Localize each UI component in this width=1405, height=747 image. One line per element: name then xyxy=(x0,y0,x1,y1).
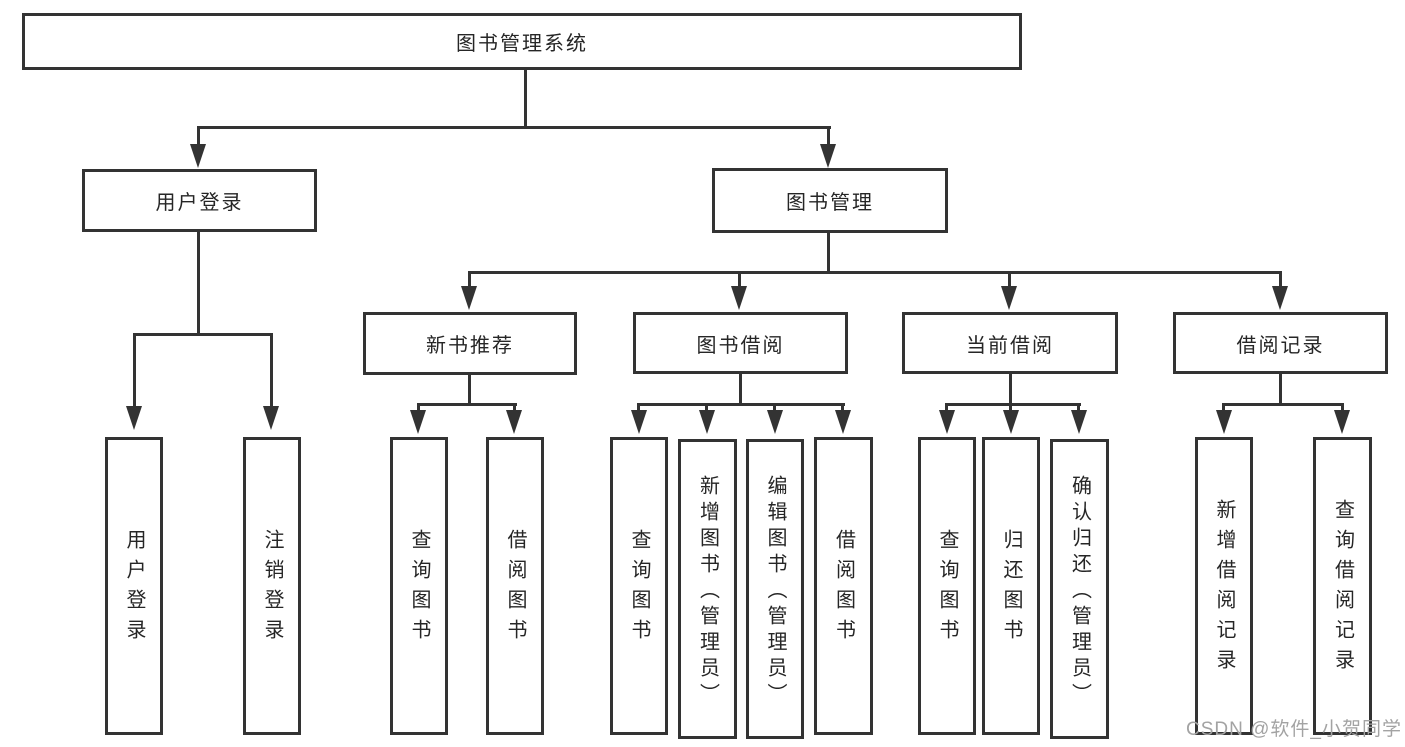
connector-line xyxy=(1279,374,1282,406)
node-book-management: 图书管理 xyxy=(712,168,948,233)
connector-line xyxy=(1222,403,1344,406)
node-new-book-recommendation: 新书推荐 xyxy=(363,312,577,375)
connector-line xyxy=(513,405,516,412)
node-leaf-query-books-3: 查询图书 xyxy=(918,437,976,735)
arrowhead-down-icon xyxy=(410,410,426,434)
connector-line xyxy=(827,128,830,145)
connector-line xyxy=(468,273,471,287)
connector-line xyxy=(197,232,200,335)
arrowhead-down-icon xyxy=(767,410,783,434)
csdn-watermark: CSDN @软件_小贺同学 xyxy=(1186,719,1402,740)
connector-line xyxy=(827,233,830,273)
arrowhead-down-icon xyxy=(731,286,747,310)
connector-line xyxy=(1341,405,1344,412)
connector-line xyxy=(1009,374,1012,406)
arrowhead-down-icon xyxy=(461,286,477,310)
connector-line xyxy=(738,273,741,287)
node-leaf-add-books-admin: 新增图书（管理员） xyxy=(678,439,737,739)
arrowhead-down-icon xyxy=(263,406,279,430)
node-leaf-borrow-books-1: 借阅图书 xyxy=(486,437,544,735)
arrowhead-down-icon xyxy=(1216,410,1232,434)
arrowhead-down-icon xyxy=(190,144,206,168)
arrowhead-down-icon xyxy=(835,410,851,434)
node-leaf-logout: 注销登录 xyxy=(243,437,301,735)
connector-line xyxy=(468,271,1282,274)
connector-line xyxy=(417,403,517,406)
connector-line xyxy=(1222,405,1225,412)
node-borrowing-records: 借阅记录 xyxy=(1173,312,1388,374)
node-leaf-confirm-return-admin: 确认归还（管理员） xyxy=(1050,439,1109,739)
arrowhead-down-icon xyxy=(1001,286,1017,310)
node-current-borrowing: 当前借阅 xyxy=(902,312,1118,374)
connector-line xyxy=(841,405,844,412)
connector-line xyxy=(1008,273,1011,287)
node-book-borrowing: 图书借阅 xyxy=(633,312,848,374)
arrowhead-down-icon xyxy=(631,410,647,434)
connector-line xyxy=(945,405,948,412)
arrowhead-down-icon xyxy=(506,410,522,434)
node-leaf-query-books-2: 查询图书 xyxy=(610,437,668,735)
connector-line xyxy=(524,70,527,128)
node-leaf-add-borrow-record: 新增借阅记录 xyxy=(1195,437,1253,735)
connector-line xyxy=(773,405,776,412)
arrowhead-down-icon xyxy=(126,406,142,430)
connector-line xyxy=(637,403,845,406)
node-leaf-return-books: 归还图书 xyxy=(982,437,1040,735)
connector-line xyxy=(705,405,708,412)
node-leaf-user-login: 用户登录 xyxy=(105,437,163,735)
arrowhead-down-icon xyxy=(820,144,836,168)
node-leaf-edit-books-admin: 编辑图书（管理员） xyxy=(746,439,804,739)
arrowhead-down-icon xyxy=(1334,410,1350,434)
arrowhead-down-icon xyxy=(699,410,715,434)
node-leaf-query-books-1: 查询图书 xyxy=(390,437,448,735)
connector-line xyxy=(133,335,136,406)
connector-line xyxy=(270,335,273,406)
connector-line xyxy=(133,333,273,336)
connector-line xyxy=(468,375,471,406)
connector-line xyxy=(739,374,742,406)
node-user-login: 用户登录 xyxy=(82,169,317,232)
arrowhead-down-icon xyxy=(1272,286,1288,310)
connector-line xyxy=(1077,405,1080,412)
arrowhead-down-icon xyxy=(1071,410,1087,434)
connector-line xyxy=(417,405,420,412)
node-leaf-query-borrow-record: 查询借阅记录 xyxy=(1313,437,1372,735)
arrowhead-down-icon xyxy=(939,410,955,434)
connector-line xyxy=(1009,405,1012,412)
connector-line xyxy=(945,403,1081,406)
connector-line xyxy=(197,128,200,145)
arrowhead-down-icon xyxy=(1003,410,1019,434)
connector-line xyxy=(637,405,640,412)
node-root-library-system: 图书管理系统 xyxy=(22,13,1022,70)
connector-line xyxy=(197,126,831,129)
connector-line xyxy=(1279,273,1282,287)
node-leaf-borrow-books-2: 借阅图书 xyxy=(814,437,873,735)
